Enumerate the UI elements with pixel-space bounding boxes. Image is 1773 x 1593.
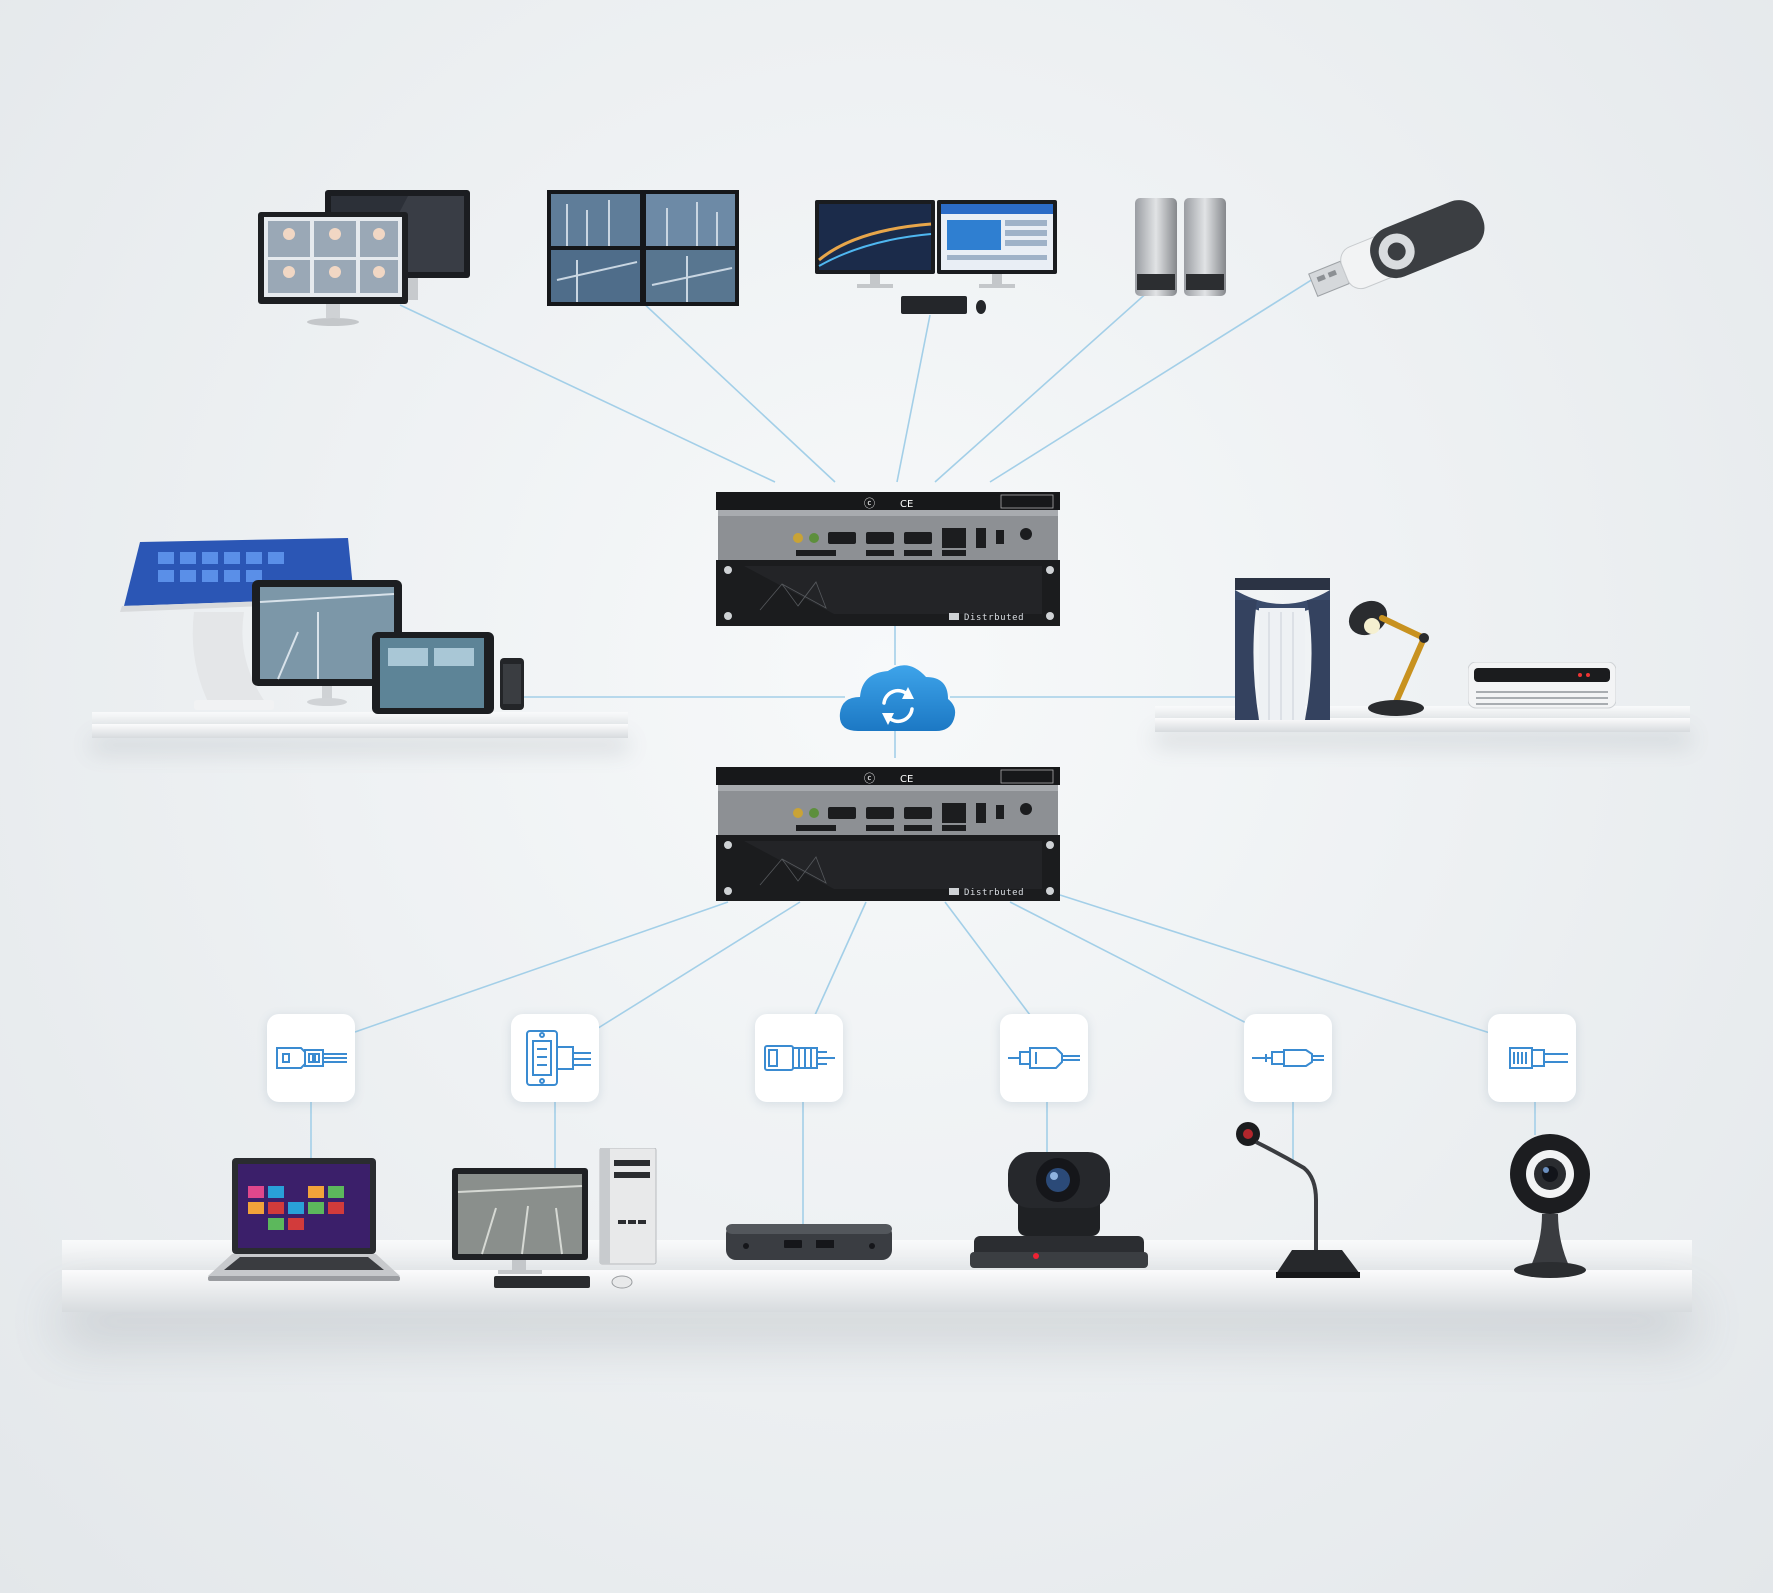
line-audio	[1009, 901, 1261, 1031]
svg-text:ⓒ: ⓒ	[864, 772, 875, 785]
dvi-port-card	[511, 1014, 599, 1102]
distributed-box-top: ⓒ CE Distrbuted	[716, 492, 1060, 626]
laptop	[208, 1158, 400, 1281]
speakers	[1135, 198, 1226, 296]
line-rca	[944, 901, 1031, 1016]
line-dvi	[594, 901, 801, 1031]
usb-flash-drive	[1308, 200, 1485, 297]
line-usb-drive	[989, 261, 1341, 483]
rca-port-card	[1000, 1014, 1088, 1102]
line-video-wall	[639, 299, 836, 483]
svg-text:ⓒ: ⓒ	[864, 497, 875, 510]
ptz-camera	[970, 1152, 1148, 1268]
hdmi-port-icon	[276, 1047, 347, 1069]
cloud-sync-icon	[839, 665, 956, 731]
dvi-port-icon	[526, 1030, 591, 1086]
line-usb3	[814, 901, 867, 1016]
video-wall-monitors	[547, 190, 739, 306]
line-workstation	[896, 314, 931, 483]
dual-monitor-workstation	[815, 200, 1057, 314]
audio-jack-icon	[1252, 1049, 1324, 1067]
line-hdmi	[354, 901, 729, 1033]
rj45-port-card	[1488, 1014, 1576, 1102]
smart-curtain	[1235, 578, 1330, 720]
line-speakers	[934, 289, 1151, 483]
line-video-conference	[399, 304, 776, 483]
conference-microphone	[1236, 1122, 1360, 1278]
distributed-box-bottom: ⓒ CE Distrbuted	[716, 767, 1060, 901]
usb3-port-icon	[764, 1045, 835, 1071]
video-conference-monitors	[258, 190, 470, 326]
rca-port-icon	[1008, 1047, 1080, 1069]
box-label-top: Distrbuted	[964, 613, 1024, 623]
media-box	[726, 1224, 892, 1260]
line-rj45	[1059, 894, 1491, 1034]
desktop-computer	[452, 1148, 657, 1289]
usb3-port-card	[755, 1014, 843, 1102]
hdmi-port-card	[267, 1014, 355, 1102]
rj45-port-icon	[1509, 1047, 1568, 1069]
desk-lamp	[1348, 600, 1429, 716]
security-camera	[1510, 1134, 1590, 1278]
box-label-bottom: Distrbuted	[964, 888, 1024, 898]
audio-jack-card	[1244, 1014, 1332, 1102]
svg-text:CE: CE	[900, 774, 913, 785]
air-conditioner	[1468, 662, 1616, 709]
touch-kiosk-and-tablets	[120, 538, 524, 714]
svg-text:CE: CE	[900, 499, 913, 510]
left-shelf	[92, 712, 628, 752]
